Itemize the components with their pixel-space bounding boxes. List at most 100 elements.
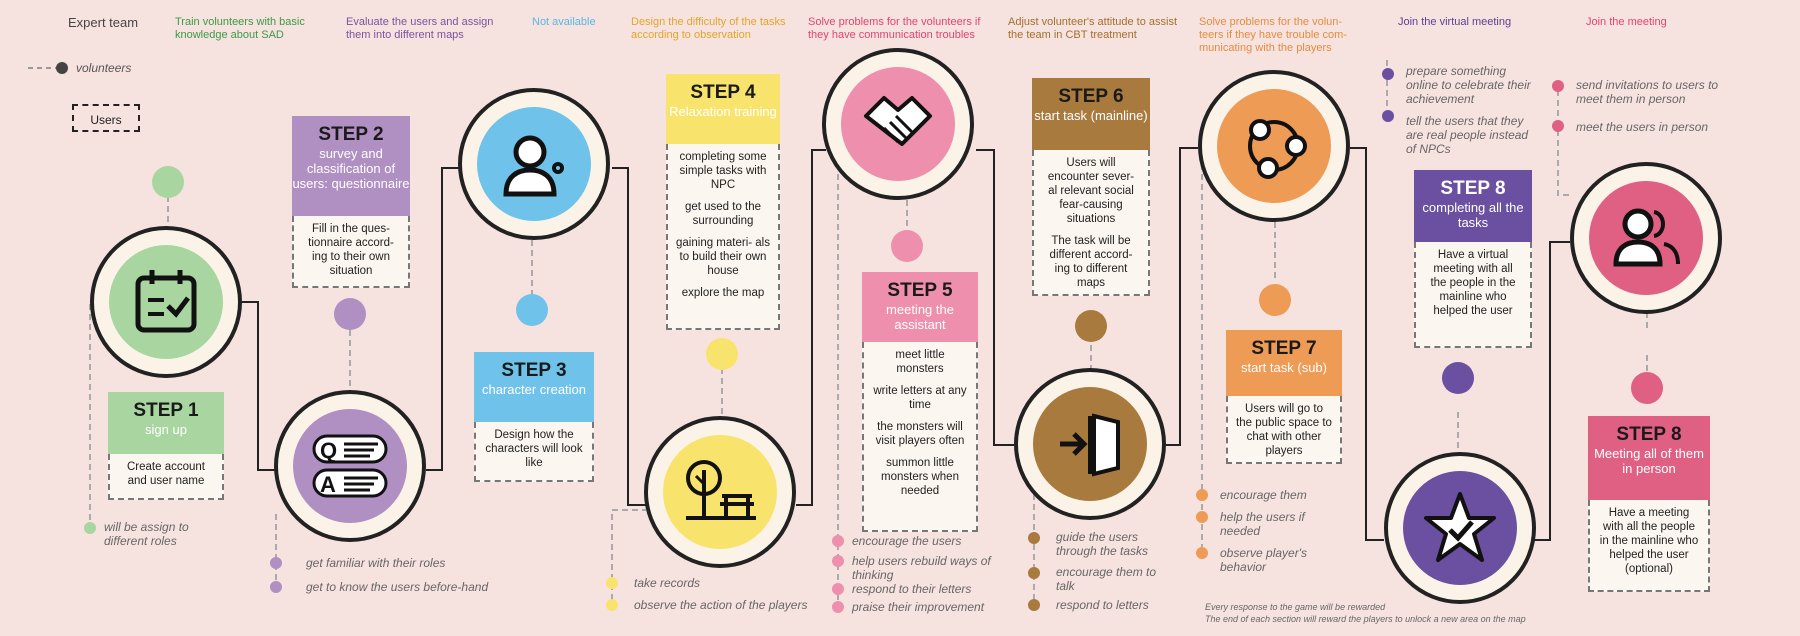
- calendar-check-icon: [135, 270, 197, 333]
- s8a-note-1: prepare something online to celebrate th…: [1406, 64, 1531, 106]
- step6-body-text-2: The task will be different accord- ing t…: [1049, 235, 1133, 289]
- step8b-subtitle: Meeting all of them in person: [1594, 446, 1704, 476]
- s1-note-dot: [84, 522, 96, 534]
- s1-note-1: will be assign to different roles: [104, 520, 189, 548]
- users-legend-box: Users: [72, 104, 140, 132]
- step4-dot: [706, 338, 738, 370]
- step5-body-text-4: summon little monsters when needed: [881, 457, 959, 497]
- share-network-icon: [1248, 119, 1307, 179]
- step3-header: STEP 3 character creation: [474, 352, 594, 422]
- step8-circle: [1384, 452, 1536, 604]
- step6-title: STEP 6: [1058, 86, 1124, 107]
- step1-body-text: Create account and user name: [127, 461, 205, 487]
- step4-title: STEP 4: [690, 82, 756, 103]
- s7-note-dot-2: [1196, 511, 1208, 523]
- step6-body: Users will encounter sever- al relevant …: [1032, 150, 1150, 296]
- step4-subtitle: Relaxation training: [669, 104, 777, 119]
- svg-text:Q: Q: [320, 438, 337, 463]
- s2-note-1: get familiar with their roles: [306, 556, 446, 570]
- step4-circle: [644, 416, 796, 568]
- step6-header: STEP 6 start task (mainline): [1032, 78, 1150, 150]
- s5-note-3: respond to their letters: [852, 582, 972, 596]
- step7-header: STEP 7 start task (sub): [1226, 330, 1342, 396]
- header-col9: Join the meeting: [1586, 16, 1667, 28]
- step3-subtitle: character creation: [481, 382, 587, 397]
- s8a-note-dot-1: [1382, 68, 1394, 80]
- step2-header: STEP 2 survey and classification of user…: [292, 116, 410, 216]
- step2-circle: Q A: [274, 390, 426, 542]
- s8b-note-2: meet the users in person: [1576, 120, 1709, 134]
- s5-note-1: encourage the users: [852, 534, 962, 548]
- step3-title: STEP 3: [501, 360, 567, 381]
- step8-dot: [1442, 362, 1474, 394]
- step4-body-text-3: gaining materi- als to build their own h…: [676, 237, 770, 277]
- footnote-2: The end of each section will reward the …: [1205, 614, 1526, 624]
- step5-body-text-1: meet little monsters: [895, 349, 945, 375]
- s7-note-3: observe player's behavior: [1220, 546, 1307, 574]
- header-col7: Solve problems for the volun- teers if t…: [1199, 16, 1347, 54]
- s7-note-1: encourage them: [1220, 488, 1307, 502]
- s6-note-1: guide the users through the tasks: [1056, 530, 1149, 558]
- step7-subtitle: start task (sub): [1241, 360, 1327, 375]
- step5-body-text-3: the monsters will visit players often: [875, 421, 965, 447]
- step8-body-text: Have a virtual meeting with all the peop…: [1430, 249, 1516, 317]
- step2-body: Fill in the ques- tionnaire accord- ing …: [292, 216, 410, 288]
- footnote-1: Every response to the game will be rewar…: [1205, 602, 1386, 612]
- step8b-dot: [1631, 372, 1663, 404]
- step7-dot: [1259, 284, 1291, 316]
- step4-body-text-4: explore the map: [681, 287, 765, 299]
- s5-note-dot-1: [832, 535, 844, 547]
- step5-circle: [822, 48, 974, 200]
- s4-note-2: observe the action of the players: [634, 598, 808, 612]
- header-col6: Adjust volunteer's attitude to assist th…: [1008, 16, 1178, 41]
- step5-title: STEP 5: [887, 280, 953, 301]
- step8-header: STEP 8 completing all the tasks: [1414, 170, 1532, 242]
- header-col5: Solve problems for the volunteers if the…: [808, 16, 981, 41]
- step8b-body-text: Have a meeting with all the people in th…: [1599, 507, 1699, 575]
- step4-body-text-1: completing some simple tasks with NPC: [679, 151, 767, 191]
- svg-text:A: A: [320, 472, 336, 497]
- s7-note-dot-3: [1196, 547, 1208, 559]
- header-col8: Join the virtual meeting: [1398, 16, 1512, 28]
- qa-icon: Q A: [312, 434, 388, 498]
- s5-note-2: help users rebuild ways of thinking: [852, 554, 991, 582]
- step3-body: Design how the characters will look like: [474, 422, 594, 482]
- s8b-note-1: send invitations to users to meet them i…: [1576, 78, 1719, 106]
- s5-note-dot-4: [832, 601, 844, 613]
- step5-dot: [891, 230, 923, 262]
- enter-door-icon: [1060, 413, 1120, 477]
- step2-dot: [334, 298, 366, 330]
- handshake-icon: [864, 96, 932, 146]
- step2-body-text: Fill in the ques- tionnaire accord- ing …: [308, 223, 394, 277]
- step7-circle: [1198, 70, 1350, 222]
- s2-note-dot-1: [270, 557, 282, 569]
- s4-note-dot-1: [606, 577, 618, 589]
- step3-dot: [516, 294, 548, 326]
- step2-subtitle: survey and classification of users: ques…: [292, 146, 410, 191]
- s5-note-dot-2: [832, 555, 844, 567]
- step7-body-text: Users will go to the public space to cha…: [1236, 403, 1332, 457]
- s7-note-dot-1: [1196, 489, 1208, 501]
- header-col4: Design the difficulty of the tasks accor…: [631, 16, 786, 41]
- step8-title: STEP 8: [1440, 178, 1506, 199]
- s7-note-2: help the users if needed: [1220, 510, 1305, 538]
- step8b-header: STEP 8 Meeting all of them in person: [1588, 416, 1710, 500]
- step8b-title: STEP 8: [1616, 424, 1682, 445]
- step8b-body: Have a meeting with all the people in th…: [1588, 500, 1710, 592]
- step6-subtitle: start task (mainline): [1034, 108, 1148, 123]
- s6-note-dot-2: [1028, 567, 1040, 579]
- header-col1: Train volunteers with basic knowledge ab…: [175, 16, 305, 41]
- volunteers-legend-icon: [28, 62, 68, 74]
- step5-subtitle: meeting the assistant: [886, 302, 954, 332]
- step6-dot: [1075, 310, 1107, 342]
- step1-subtitle: sign up: [145, 422, 187, 437]
- step8-body: Have a virtual meeting with all the peop…: [1414, 242, 1532, 348]
- step7-title: STEP 7: [1251, 338, 1317, 359]
- step4-header: STEP 4 Relaxation training: [666, 74, 780, 144]
- s8b-note-dot-1: [1552, 80, 1564, 92]
- s2-note-dot-2: [270, 581, 282, 593]
- step4-body: completing some simple tasks with NPC ge…: [666, 144, 780, 330]
- step5-body: meet little monsters write letters at an…: [862, 342, 978, 532]
- step1-dot: [152, 166, 184, 198]
- step8b-circle: [1570, 162, 1722, 314]
